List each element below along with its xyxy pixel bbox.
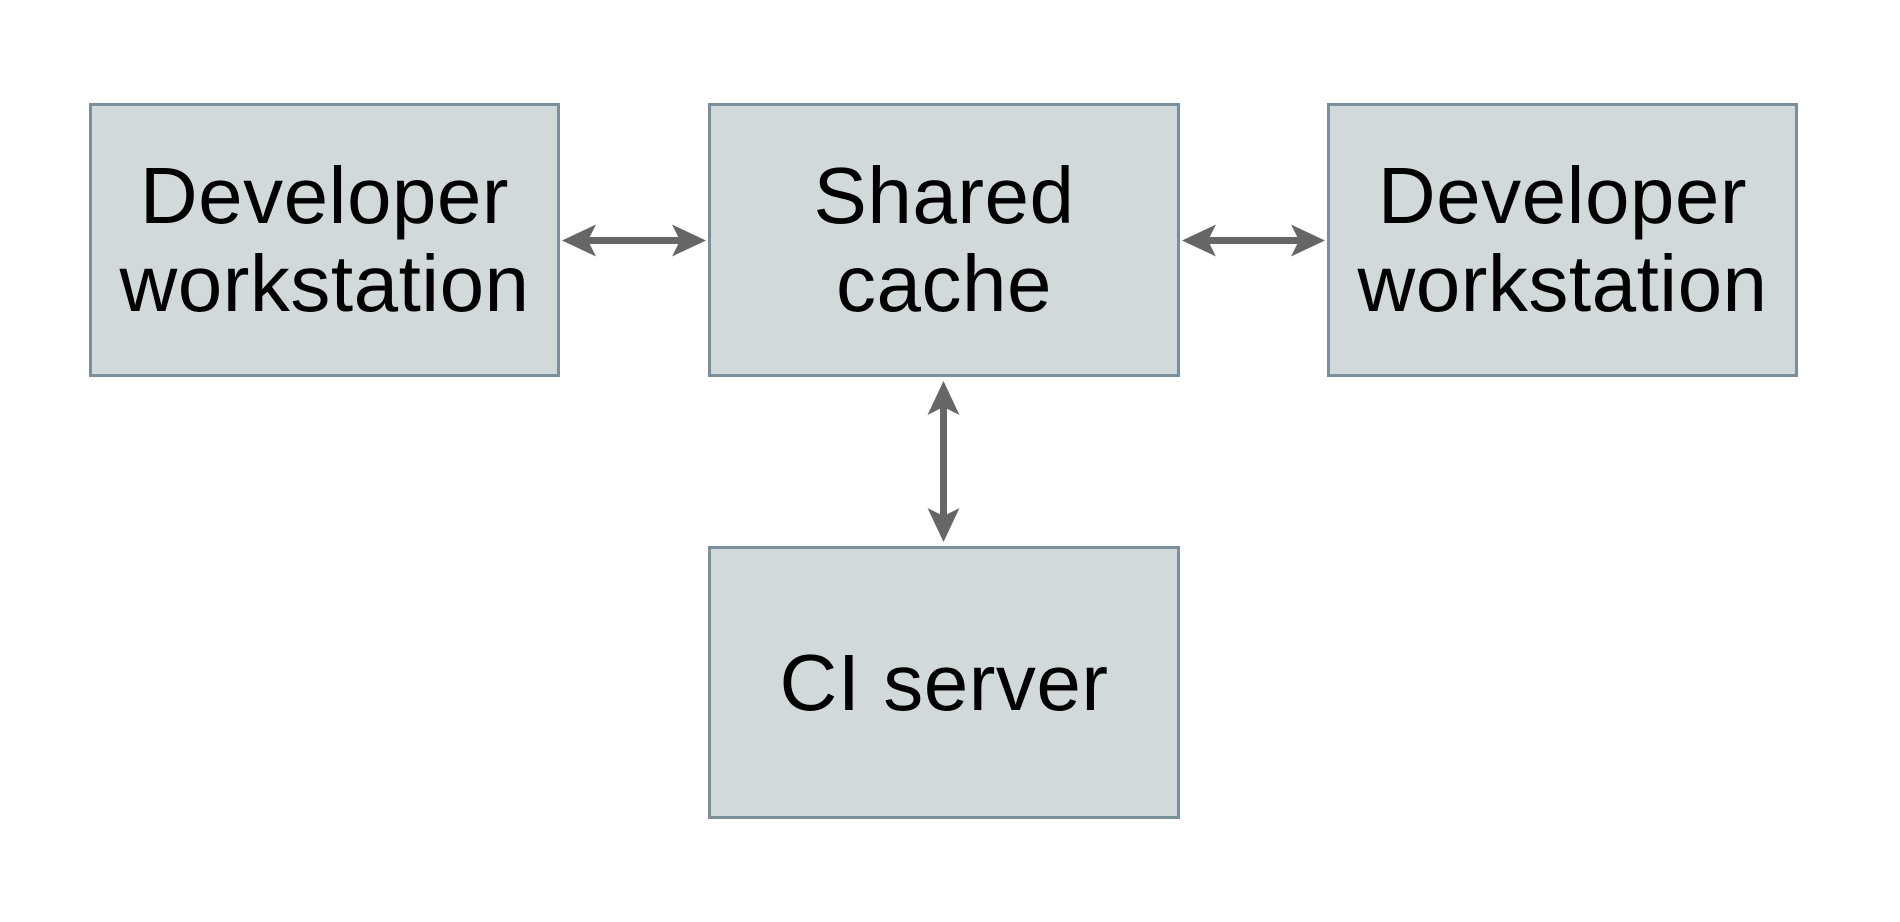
node-shared-cache-label: Shared cache (813, 151, 1075, 328)
node-developer-workstation-left: Developer workstation (89, 103, 560, 377)
node-shared-cache: Shared cache (708, 103, 1180, 377)
bidirectional-arrow-left-shared (562, 224, 706, 257)
node-ci-server-label: CI server (779, 637, 1109, 727)
node-ci-server: CI server (708, 546, 1180, 819)
node-developer-workstation-right-label: Developer workstation (1357, 151, 1768, 328)
bidirectional-arrow-shared-ci (927, 381, 960, 542)
bidirectional-arrow-shared-right (1182, 224, 1325, 257)
node-developer-workstation-left-label: Developer workstation (119, 151, 530, 328)
node-developer-workstation-right: Developer workstation (1327, 103, 1798, 377)
